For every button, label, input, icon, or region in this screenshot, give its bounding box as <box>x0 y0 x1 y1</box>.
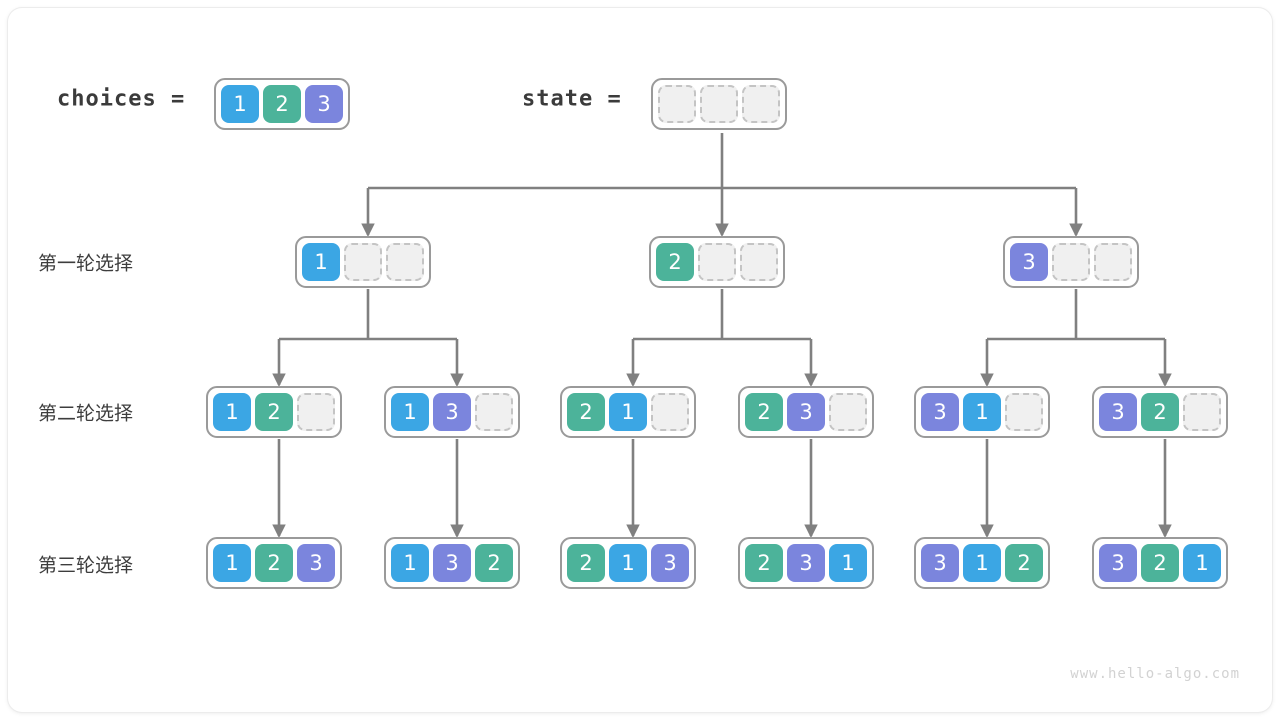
state-array <box>651 78 787 130</box>
node-cell-3: 3 <box>787 544 825 582</box>
node-cell-3: 3 <box>1010 243 1048 281</box>
node-empty-cell <box>1052 243 1090 281</box>
node-empty-cell <box>475 393 513 431</box>
node-empty-cell <box>297 393 335 431</box>
node-cell-3: 3 <box>433 393 471 431</box>
node-cell-3: 3 <box>1099 393 1137 431</box>
node-cell-1: 1 <box>302 243 340 281</box>
node-empty-cell <box>651 393 689 431</box>
row-label-round-1: 第一轮选择 <box>38 252 134 275</box>
node-empty-cell <box>1183 393 1221 431</box>
choices-cell-3: 3 <box>305 85 343 123</box>
tree-node-round-1-3: 3 <box>1003 236 1139 288</box>
state-empty-cell <box>658 85 696 123</box>
node-cell-3: 3 <box>921 544 959 582</box>
node-cell-3: 3 <box>651 544 689 582</box>
node-cell-1: 1 <box>609 393 647 431</box>
node-cell-2: 2 <box>255 393 293 431</box>
node-cell-1: 1 <box>213 544 251 582</box>
state-empty-cell <box>700 85 738 123</box>
node-cell-2: 2 <box>745 544 783 582</box>
node-empty-cell <box>386 243 424 281</box>
state-empty-cell <box>742 85 780 123</box>
node-cell-3: 3 <box>297 544 335 582</box>
node-cell-1: 1 <box>1183 544 1221 582</box>
choices-cell-2: 2 <box>263 85 301 123</box>
node-cell-1: 1 <box>391 544 429 582</box>
node-empty-cell <box>344 243 382 281</box>
node-empty-cell <box>1005 393 1043 431</box>
node-cell-3: 3 <box>921 393 959 431</box>
node-empty-cell <box>698 243 736 281</box>
node-cell-2: 2 <box>656 243 694 281</box>
node-cell-2: 2 <box>1005 544 1043 582</box>
node-cell-2: 2 <box>567 393 605 431</box>
choices-label: choices = <box>57 86 186 112</box>
node-cell-1: 1 <box>829 544 867 582</box>
node-cell-3: 3 <box>787 393 825 431</box>
node-cell-1: 1 <box>963 393 1001 431</box>
page-card <box>8 8 1272 712</box>
row-label-round-3: 第三轮选择 <box>38 554 134 577</box>
node-cell-1: 1 <box>609 544 647 582</box>
tree-node-round-1-2: 2 <box>649 236 785 288</box>
tree-node-round-1-1: 1 <box>295 236 431 288</box>
node-empty-cell <box>1094 243 1132 281</box>
node-cell-3: 3 <box>433 544 471 582</box>
choices-cell-1: 1 <box>221 85 259 123</box>
node-cell-2: 2 <box>745 393 783 431</box>
watermark: www.hello-algo.com <box>1070 666 1240 682</box>
node-cell-3: 3 <box>1099 544 1137 582</box>
state-label: state = <box>522 86 622 112</box>
row-label-round-2: 第二轮选择 <box>38 402 134 425</box>
node-cell-2: 2 <box>567 544 605 582</box>
node-cell-2: 2 <box>475 544 513 582</box>
node-cell-2: 2 <box>1141 544 1179 582</box>
node-cell-1: 1 <box>963 544 1001 582</box>
node-cell-1: 1 <box>213 393 251 431</box>
node-cell-2: 2 <box>255 544 293 582</box>
node-empty-cell <box>829 393 867 431</box>
node-empty-cell <box>740 243 778 281</box>
node-cell-2: 2 <box>1141 393 1179 431</box>
node-cell-1: 1 <box>391 393 429 431</box>
